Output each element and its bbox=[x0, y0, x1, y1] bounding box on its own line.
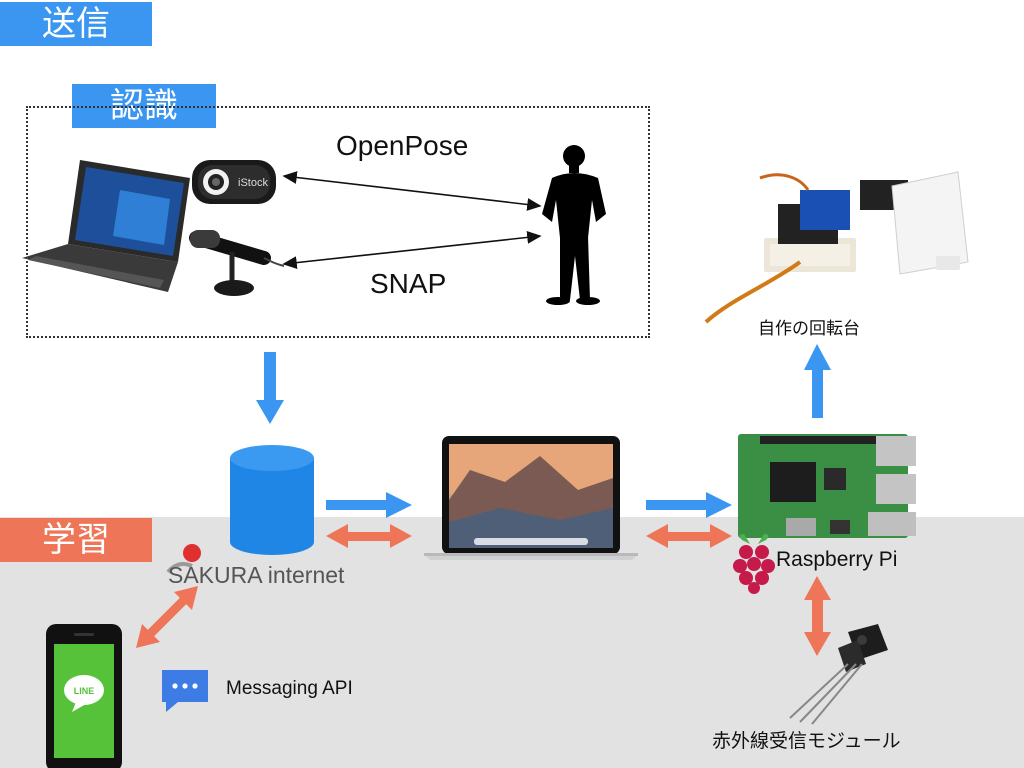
learning-section-tag: 学習 bbox=[0, 518, 152, 562]
arrow-raspberry-to-turntable bbox=[804, 344, 831, 418]
line-logo-text: LINE bbox=[74, 686, 95, 696]
openpose-arrow bbox=[282, 171, 542, 211]
webcam-brand-text: iStock bbox=[238, 177, 268, 189]
database-icon bbox=[230, 445, 314, 555]
person-icon bbox=[542, 145, 606, 305]
openpose-label: OpenPose bbox=[336, 130, 469, 161]
raspberry-logo-icon bbox=[733, 534, 775, 594]
arrow-sakura-phone bbox=[136, 586, 198, 648]
messaging-api-icon bbox=[162, 670, 208, 712]
messaging-api-label: Messaging API bbox=[226, 678, 353, 699]
raspberry-pi-board-icon bbox=[738, 434, 916, 538]
sakura-internet-label: SAKURA internet bbox=[168, 562, 345, 588]
macbook-icon bbox=[424, 436, 638, 560]
arrow-database-macbook-sync bbox=[326, 524, 412, 548]
arrow-recognition-to-database bbox=[256, 352, 284, 424]
turntable-label: 自作の回転台 bbox=[758, 319, 860, 339]
snap-label: SNAP bbox=[370, 268, 447, 299]
send-section-tag: 送信 bbox=[0, 2, 152, 46]
raspberry-pi-label: Raspberry Pi bbox=[776, 548, 898, 571]
microphone-icon bbox=[189, 230, 285, 296]
arrow-database-to-macbook bbox=[326, 492, 412, 518]
smartphone-icon: LINE bbox=[46, 624, 122, 768]
laptop-icon bbox=[22, 160, 190, 292]
arrow-macbook-raspberry-sync bbox=[646, 524, 732, 548]
webcam-icon: iStock bbox=[192, 160, 276, 204]
ir-module-label: 赤外線受信モジュール bbox=[712, 730, 901, 752]
arrow-macbook-to-raspberry bbox=[646, 492, 732, 518]
sakura-logo-icon bbox=[166, 544, 201, 574]
recognition-box bbox=[26, 106, 650, 338]
arrow-raspberry-ir bbox=[804, 576, 831, 656]
snap-arrow bbox=[282, 231, 542, 269]
ir-receiver-icon bbox=[789, 624, 888, 725]
turntable-icon bbox=[704, 171, 969, 324]
